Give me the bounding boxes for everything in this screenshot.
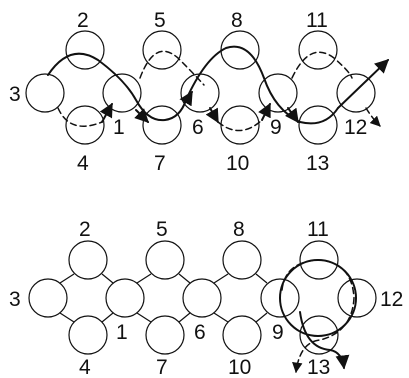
top-label-4: 4 [77, 152, 89, 175]
bottom-bead-5 [145, 240, 185, 280]
bottom-label-2: 2 [79, 218, 91, 241]
bottom-label-8: 8 [233, 218, 245, 241]
top-label-5: 5 [154, 9, 166, 32]
bottom-bead-7 [145, 315, 185, 355]
top-bead-4 [65, 105, 105, 145]
top-bead-11 [298, 30, 338, 70]
bottom-label-9: 9 [272, 321, 284, 344]
top-bead-13 [298, 105, 338, 145]
top-bead-10 [220, 105, 260, 145]
bottom-label-12: 12 [380, 288, 403, 311]
top-bead-9 [258, 73, 298, 113]
bottom-bead-4 [68, 315, 108, 355]
bottom-label-10: 10 [228, 356, 251, 378]
bottom-thread-links [59, 273, 268, 323]
top-bead-3 [25, 73, 65, 113]
top-bead-5 [142, 30, 182, 70]
top-label-13: 13 [306, 152, 329, 175]
top-bead-8 [220, 30, 260, 70]
top-bead-1 [102, 73, 142, 113]
top-label-8: 8 [231, 9, 243, 32]
bottom-bead-6 [182, 278, 222, 318]
bottom-bead-2 [68, 240, 108, 280]
top-label-11: 11 [306, 9, 328, 32]
bottom-bead-10 [222, 315, 262, 355]
bottom-label-6: 6 [194, 321, 206, 344]
bottom-label-11: 11 [307, 218, 329, 241]
bottom-bead-3 [28, 278, 68, 318]
top-label-6: 6 [192, 116, 204, 139]
top-bead-2 [65, 30, 105, 70]
top-label-3: 3 [9, 83, 21, 106]
bottom-label-3: 3 [9, 288, 21, 311]
bottom-bead-1 [105, 278, 145, 318]
bottom-label-4: 4 [79, 356, 91, 378]
bottom-bead-8 [222, 240, 262, 280]
top-label-1: 1 [113, 116, 125, 139]
bottom-label-5: 5 [156, 218, 168, 241]
top-figure: 2 3 4 1 5 7 6 8 10 9 11 13 12 [9, 9, 390, 175]
top-thread-behind [57, 50, 381, 132]
top-labels: 2 3 4 1 5 7 6 8 10 9 11 13 12 [9, 9, 367, 175]
top-thread-front [47, 45, 390, 125]
bottom-label-1: 1 [116, 321, 128, 344]
bottom-labels: 2 3 4 1 5 7 6 8 10 9 11 13 12 [9, 218, 403, 378]
bottom-figure: 2 3 4 1 5 7 6 8 10 9 11 13 12 [9, 218, 403, 378]
top-label-12: 12 [344, 116, 367, 139]
bottom-label-7: 7 [156, 356, 168, 378]
bottom-label-13: 13 [307, 356, 330, 378]
top-label-2: 2 [77, 9, 89, 32]
bottom-final-loop [279, 259, 357, 374]
top-label-10: 10 [226, 152, 249, 175]
top-bead-7 [142, 105, 182, 145]
top-bead-12 [336, 73, 376, 113]
top-label-9: 9 [270, 116, 282, 139]
top-label-7: 7 [154, 152, 166, 175]
